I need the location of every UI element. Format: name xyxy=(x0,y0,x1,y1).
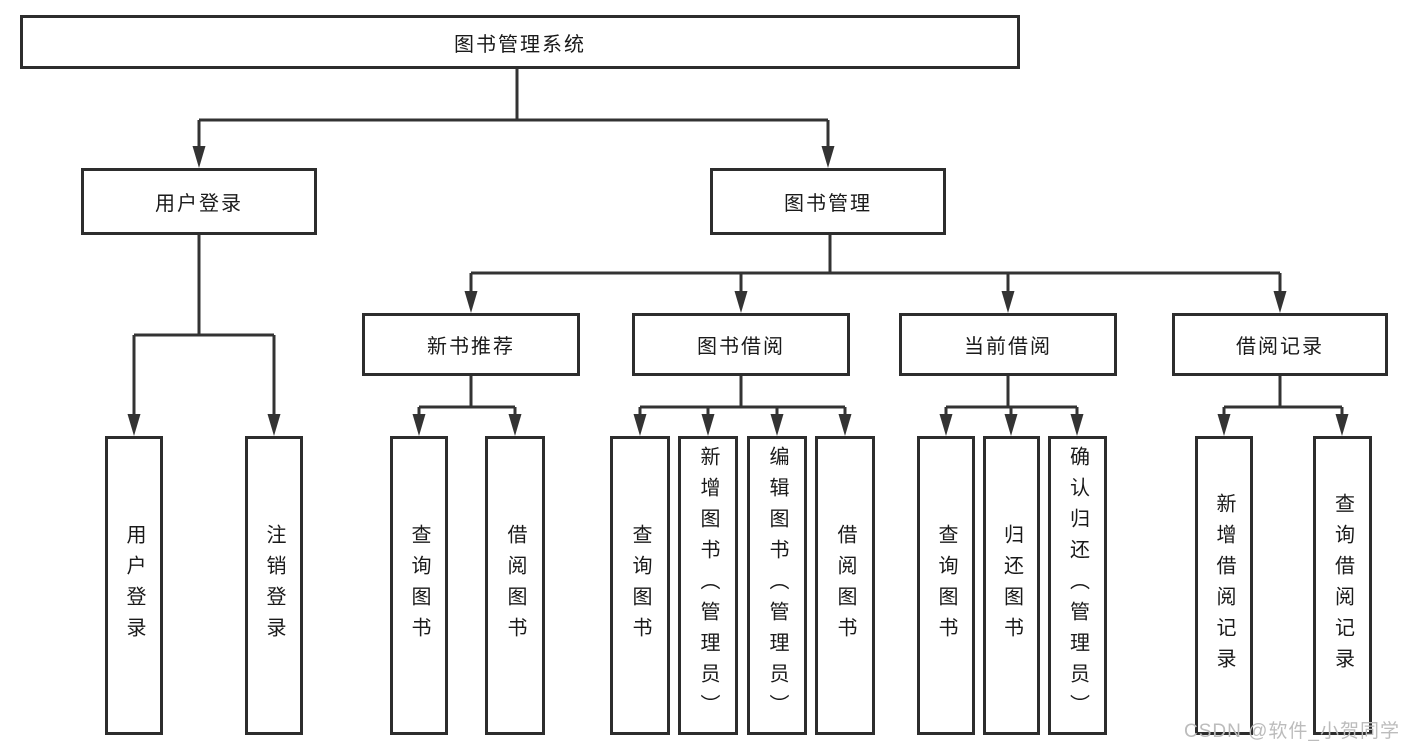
node-current-borrow: 当前借阅 xyxy=(899,313,1117,376)
leaf-borrow-book: 借阅图书 xyxy=(815,436,875,735)
leaf-return-book: 归还图书 xyxy=(983,436,1040,735)
leaf-user-login-label: 用户登录 xyxy=(123,523,145,648)
leaf-confirm-return-admin-label: 确认归还（管理员） xyxy=(1066,446,1089,725)
leaf-query-book-current-label: 查询图书 xyxy=(935,523,957,648)
node-book-borrow: 图书借阅 xyxy=(632,313,850,376)
node-book-management: 图书管理 xyxy=(710,168,946,235)
leaf-borrow-book-label: 借阅图书 xyxy=(834,523,856,648)
leaf-return-book-label: 归还图书 xyxy=(1000,523,1023,648)
leaf-query-book-current: 查询图书 xyxy=(917,436,975,735)
leaf-query-book-recommend: 查询图书 xyxy=(390,436,448,735)
leaf-query-book-borrow: 查询图书 xyxy=(610,436,670,735)
leaf-user-login: 用户登录 xyxy=(105,436,163,735)
leaf-add-book-admin: 新增图书（管理员） xyxy=(678,436,738,735)
leaf-logout: 注销登录 xyxy=(245,436,303,735)
leaf-add-book-admin-label: 新增图书（管理员） xyxy=(697,446,719,725)
leaf-confirm-return-admin: 确认归还（管理员） xyxy=(1048,436,1107,735)
node-book-management-label: 图书管理 xyxy=(784,193,872,215)
leaf-logout-label: 注销登录 xyxy=(263,523,285,648)
node-new-book-recommend-label: 新书推荐 xyxy=(427,336,515,358)
node-user-login-label: 用户登录 xyxy=(155,193,243,215)
leaf-edit-book-admin: 编辑图书（管理员） xyxy=(747,436,807,735)
leaf-query-book-borrow-label: 查询图书 xyxy=(629,523,651,648)
node-book-borrow-label: 图书借阅 xyxy=(697,336,785,358)
node-new-book-recommend: 新书推荐 xyxy=(362,313,580,376)
leaf-query-borrow-record: 查询借阅记录 xyxy=(1313,436,1372,735)
watermark: CSDN @软件_小贺同学 xyxy=(1184,721,1400,742)
leaf-query-borrow-record-label: 查询借阅记录 xyxy=(1331,492,1354,679)
node-system-root: 图书管理系统 xyxy=(20,15,1020,69)
node-user-login: 用户登录 xyxy=(81,168,317,235)
leaf-add-borrow-record: 新增借阅记录 xyxy=(1195,436,1253,735)
node-borrow-records-label: 借阅记录 xyxy=(1236,336,1324,358)
node-system-root-label: 图书管理系统 xyxy=(454,33,586,56)
leaf-query-book-recommend-label: 查询图书 xyxy=(408,523,430,648)
node-current-borrow-label: 当前借阅 xyxy=(964,336,1052,358)
leaf-borrow-book-recommend-label: 借阅图书 xyxy=(504,523,526,648)
node-borrow-records: 借阅记录 xyxy=(1172,313,1388,376)
arrowheads xyxy=(127,146,1349,436)
leaf-add-borrow-record-label: 新增借阅记录 xyxy=(1213,492,1235,679)
leaf-borrow-book-recommend: 借阅图书 xyxy=(485,436,545,735)
leaf-edit-book-admin-label: 编辑图书（管理员） xyxy=(766,446,788,725)
